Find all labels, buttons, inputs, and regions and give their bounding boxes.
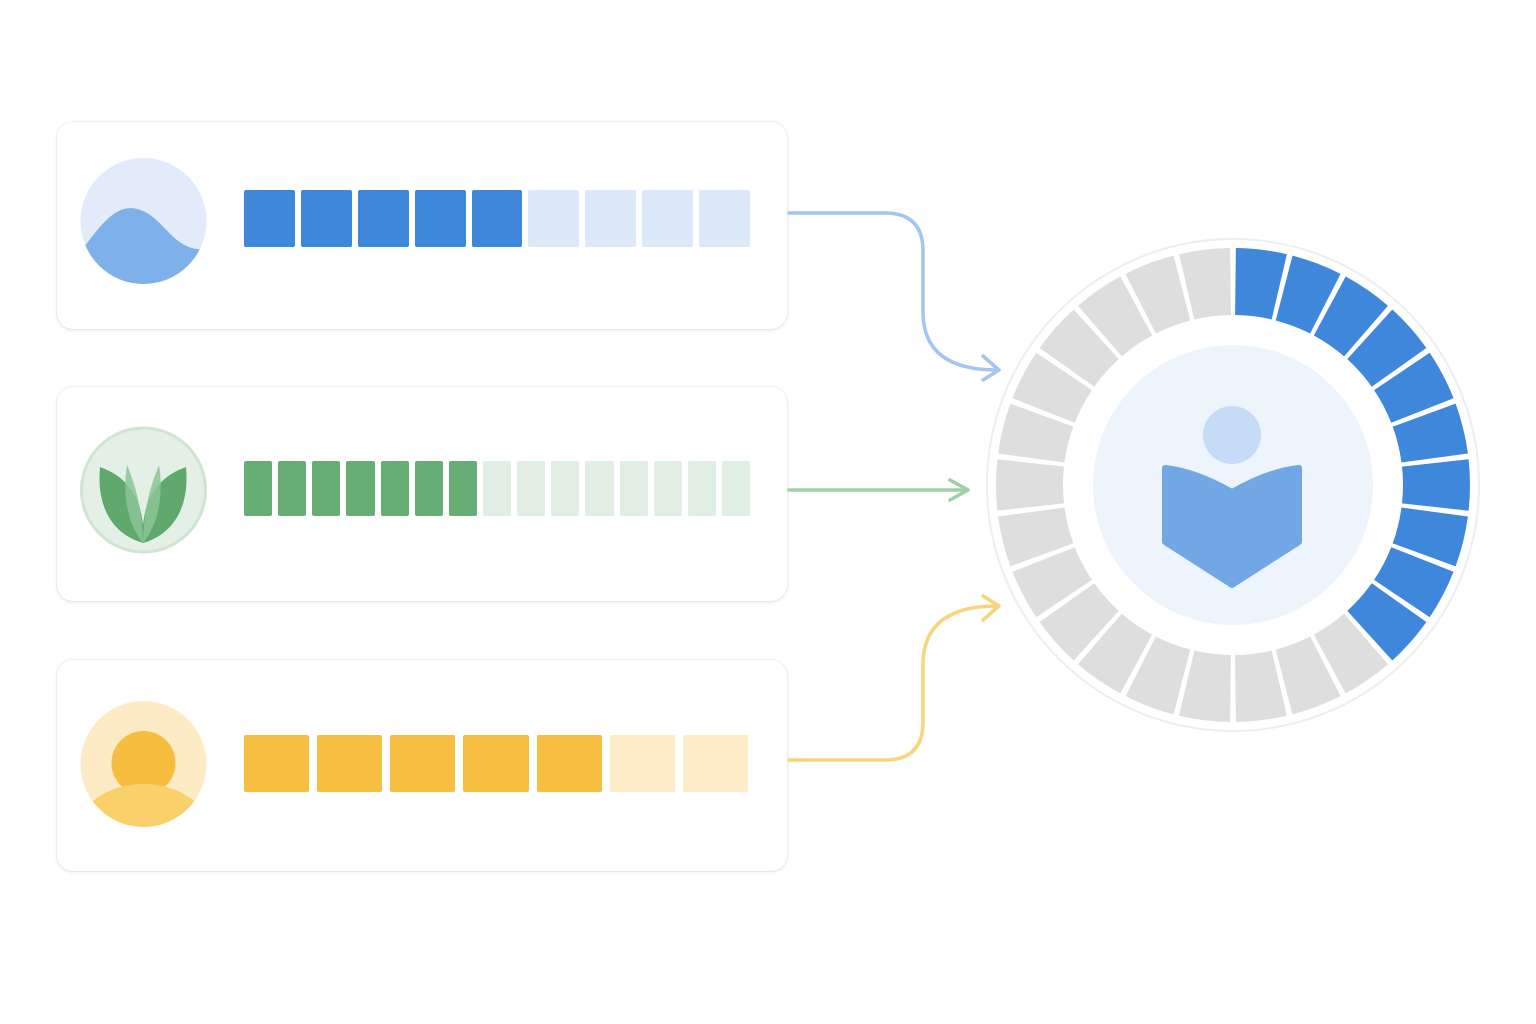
ring-segment [1401, 459, 1470, 511]
ring-segments [996, 248, 1470, 722]
progress-segment [414, 461, 443, 516]
ring-segment [998, 507, 1074, 567]
progress-segment [517, 461, 546, 516]
progress-segment [380, 461, 409, 516]
ring-segment [1392, 507, 1468, 567]
progress-segment [448, 461, 477, 516]
ring-segment [1313, 613, 1388, 694]
progress-bar-yellow [244, 735, 756, 792]
progress-segment [585, 190, 637, 247]
progress-segment [346, 461, 375, 516]
ring-segment [996, 459, 1065, 511]
progress-segment [528, 190, 580, 247]
ring-segment [1347, 309, 1427, 387]
person-icon [80, 701, 207, 827]
progress-segment [312, 461, 341, 516]
ring-segment [1012, 352, 1092, 423]
progress-segment [244, 190, 295, 247]
ring-segment [1039, 583, 1119, 661]
progress-segment [482, 461, 512, 516]
ring-segment [1374, 352, 1454, 423]
progress-segment [244, 461, 273, 516]
ring-segment [1313, 276, 1388, 357]
ring-segment [1374, 547, 1454, 618]
reader-book-icon [1162, 406, 1302, 588]
ring-segment [1125, 255, 1191, 334]
ring-segment [1179, 248, 1231, 320]
ring-segment [1347, 583, 1427, 661]
progress-segment [390, 735, 456, 792]
ring-segment [1078, 613, 1153, 694]
progress-bar-green [244, 461, 756, 516]
progress-segment [278, 461, 307, 516]
progress-segment [551, 461, 580, 516]
progress-segment [609, 735, 675, 792]
progress-segment [653, 461, 682, 516]
progress-segment [682, 735, 748, 792]
ring-segment [1078, 276, 1153, 357]
connector-green [787, 478, 970, 502]
ring-segment [1039, 309, 1119, 387]
progress-segment [357, 190, 409, 247]
source-card-yellow [57, 660, 787, 871]
ring-segment [1275, 636, 1341, 715]
connector-yellow [787, 594, 1001, 762]
wave-icon [80, 158, 207, 284]
progress-bar-blue [244, 190, 756, 247]
leaf-icon [80, 426, 207, 554]
ring-segment [1235, 650, 1287, 722]
progress-segment [585, 461, 614, 516]
ring-segment [1012, 547, 1092, 618]
hub-inner-disc [1093, 345, 1373, 625]
ring-segment [1179, 650, 1231, 722]
source-card-green [57, 387, 787, 601]
hub-progress-ring [986, 238, 1480, 732]
progress-segment [244, 735, 310, 792]
ring-segment [1275, 255, 1341, 334]
progress-segment [721, 461, 751, 516]
progress-segment [414, 190, 466, 247]
progress-segment [463, 735, 529, 792]
progress-segment [699, 190, 751, 247]
progress-segment [471, 190, 523, 247]
progress-segment [642, 190, 694, 247]
progress-segment [300, 190, 352, 247]
progress-segment [317, 735, 383, 792]
progress-segment [619, 461, 648, 516]
connector-blue [787, 211, 1001, 382]
ring-segment [1392, 403, 1468, 463]
ring-segment [998, 403, 1074, 463]
progress-segment [536, 735, 602, 792]
progress-segment [687, 461, 716, 516]
source-card-blue [57, 122, 787, 329]
ring-segment [1125, 636, 1191, 715]
ring-segment [1235, 248, 1287, 320]
